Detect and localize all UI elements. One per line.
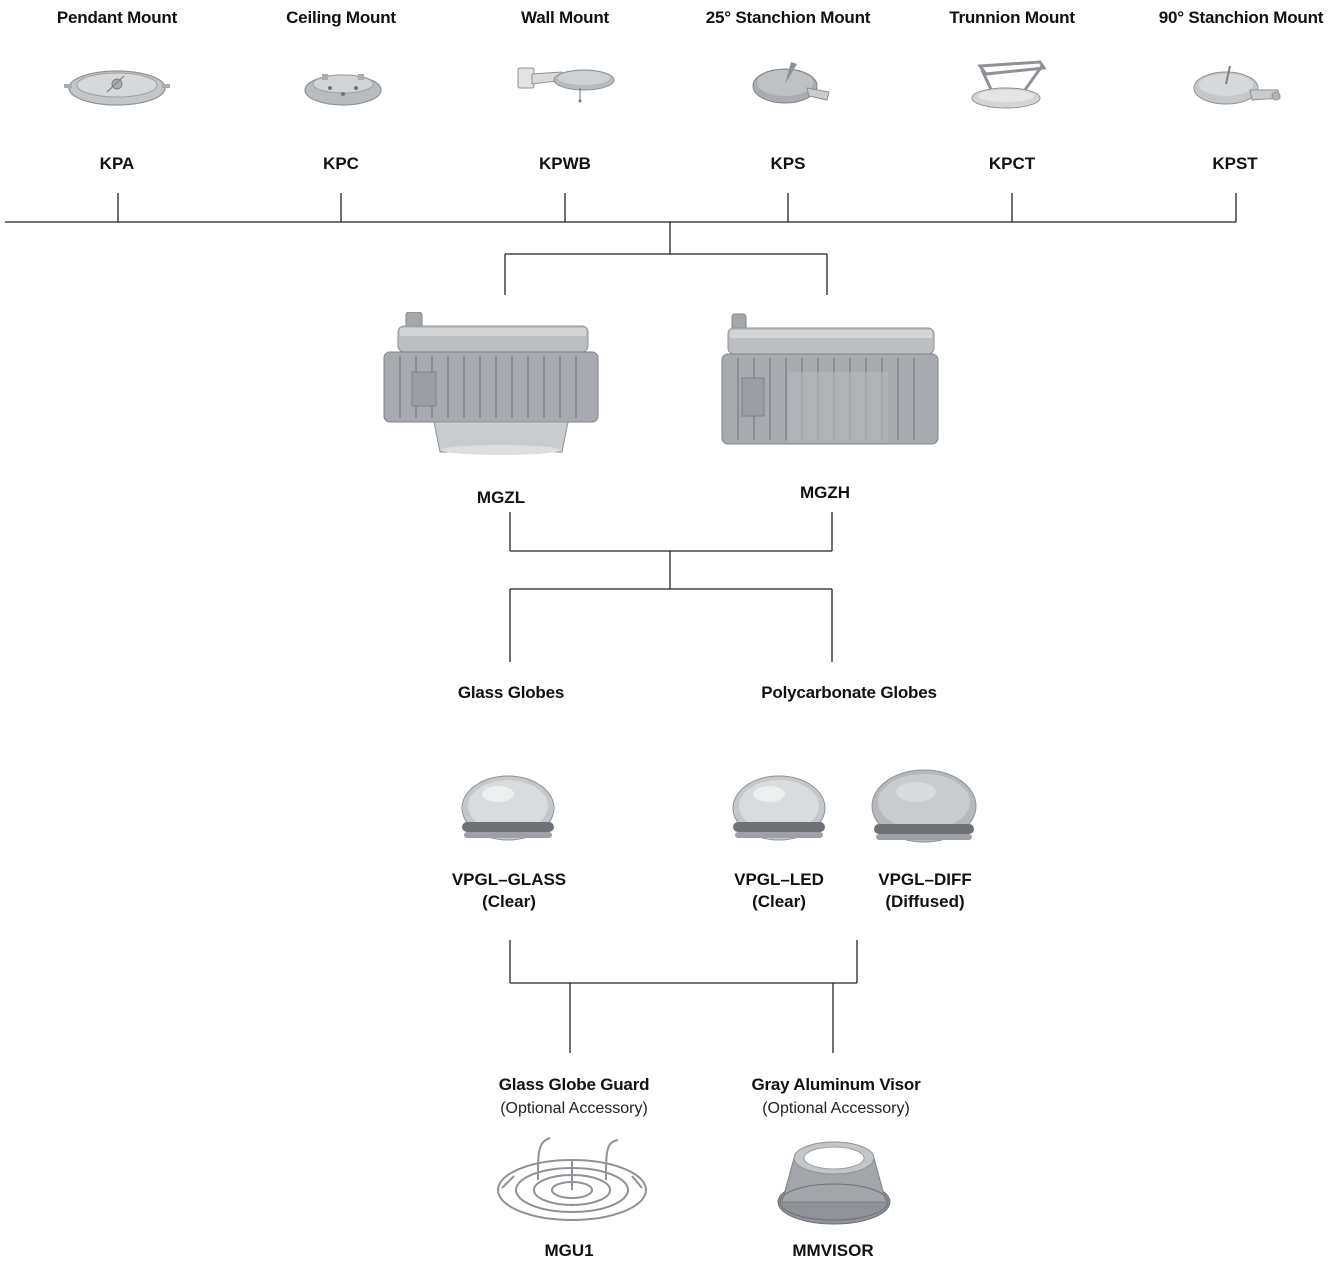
accessory-code-mgu1: MGU1: [544, 1241, 594, 1260]
ceiling-mount-image: [304, 74, 382, 106]
accessory-title-globe-guard: Glass Globe Guard: [498, 1075, 650, 1094]
globe-code-vpgl-glass: VPGL–GLASS: [451, 870, 567, 889]
accessory-note-visor: (Optional Accessory): [762, 1100, 910, 1117]
clear-glass-globe-image: [461, 775, 555, 841]
diffused-globe-image: [871, 769, 977, 843]
trunnion-mount-image: [971, 60, 1047, 109]
mount-title-wall: Wall Mount: [520, 8, 610, 27]
globe-vpgl-glass: VPGL–GLASS (Clear): [452, 869, 566, 913]
globe-guard-image: [497, 1137, 647, 1221]
clear-poly-globe-image: [732, 775, 826, 841]
globe-finish-clear-led: (Clear): [752, 892, 806, 911]
globe-finish-clear-glass: (Clear): [482, 892, 536, 911]
mount-title-trunnion: Trunnion Mount: [949, 8, 1075, 27]
globe-finish-diffused: (Diffused): [885, 892, 965, 911]
polycarbonate-globes-heading: Polycarbonate Globes: [761, 683, 937, 702]
mount-code-kpc: KPC: [323, 154, 359, 173]
visor-image: [777, 1141, 891, 1225]
globe-vpgl-diff: VPGL–DIFF (Diffused): [878, 869, 972, 913]
mount-title-ceiling: Ceiling Mount: [286, 8, 396, 27]
mount-code-kpst: KPST: [1212, 154, 1258, 173]
glass-globes-heading: Glass Globes: [457, 683, 565, 702]
wall-mount-image: [517, 67, 615, 103]
stanchion-25-mount-image: [752, 62, 830, 104]
high-housing-image: [721, 313, 939, 445]
mount-code-kps: KPS: [770, 154, 806, 173]
mount-title-stanchion-90: 90° Stanchion Mount: [1158, 8, 1324, 27]
globe-code-vpgl-diff: VPGL–DIFF: [878, 870, 972, 889]
accessory-code-mmvisor: MMVISOR: [792, 1241, 874, 1260]
pendant-mount-image: [64, 70, 170, 106]
low-housing-image: [383, 312, 599, 455]
globe-vpgl-led: VPGL–LED (Clear): [734, 869, 824, 913]
stanchion-90-mount-image: [1193, 65, 1281, 105]
mount-code-kpwb: KPWB: [539, 154, 591, 173]
accessory-title-visor: Gray Aluminum Visor: [751, 1075, 921, 1094]
accessory-note-globe-guard: (Optional Accessory): [500, 1100, 648, 1117]
mount-code-kpa: KPA: [99, 154, 135, 173]
mount-title-stanchion-25: 25° Stanchion Mount: [705, 8, 871, 27]
mount-title-pendant: Pendant Mount: [56, 8, 178, 27]
housing-code-mgzl: MGZL: [476, 488, 526, 507]
globe-code-vpgl-led: VPGL–LED: [734, 870, 824, 889]
housing-code-mgzh: MGZH: [799, 483, 851, 502]
mount-code-kpct: KPCT: [988, 154, 1036, 173]
